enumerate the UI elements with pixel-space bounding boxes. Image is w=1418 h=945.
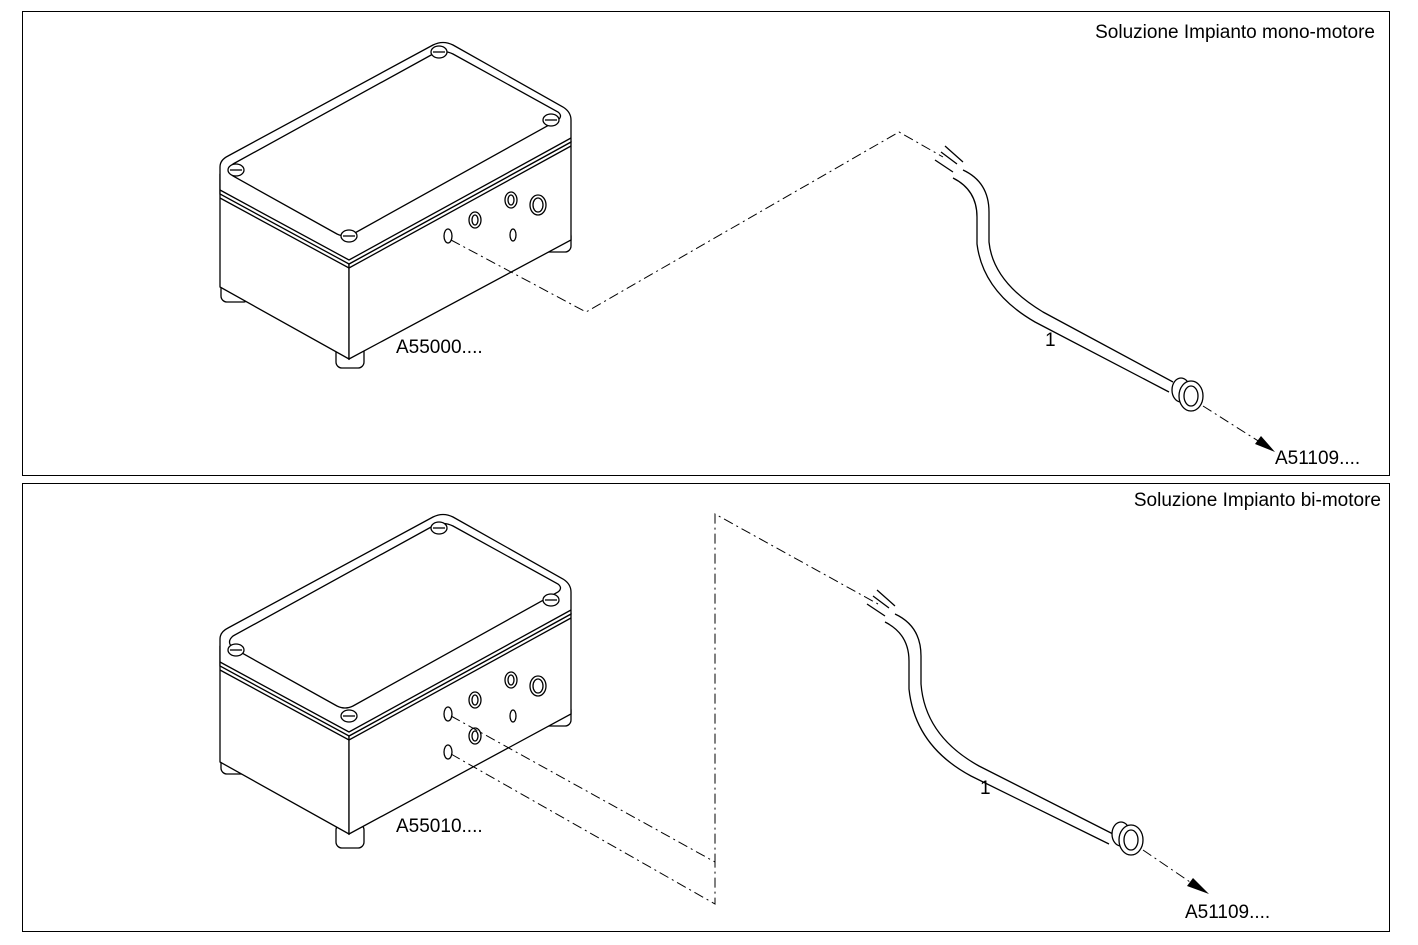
panel-mono-motore: Soluzione Impianto mono-motore A55000...… bbox=[22, 11, 1390, 476]
connector-code-label: A51109.... bbox=[1185, 902, 1271, 923]
connection-line-2 bbox=[450, 753, 716, 905]
cable-item-number: 1 bbox=[980, 778, 991, 799]
box-code-label: A55010.... bbox=[396, 816, 483, 837]
arrowhead bbox=[1187, 878, 1209, 894]
box-code-label: A55000.... bbox=[396, 337, 483, 358]
cable bbox=[866, 589, 1144, 856]
panel-title: Soluzione Impianto mono-motore bbox=[1095, 22, 1375, 43]
connector-leader bbox=[1202, 405, 1264, 445]
junction-box bbox=[219, 513, 572, 849]
connector-code-label: A51109.... bbox=[1275, 448, 1361, 469]
junction-box bbox=[219, 41, 572, 369]
cable bbox=[934, 145, 1204, 412]
diagram-mono-motore bbox=[219, 41, 1275, 452]
arrowhead bbox=[1255, 436, 1275, 452]
connector-leader bbox=[1142, 849, 1194, 885]
diagram-bi-motore bbox=[219, 513, 1209, 905]
connection-line-1 bbox=[450, 513, 879, 863]
panel-title: Soluzione Impianto bi-motore bbox=[1133, 490, 1381, 511]
panel-bi-motore: Soluzione Impianto bi-motore A55010.... … bbox=[22, 483, 1390, 932]
cable-item-number: 1 bbox=[1045, 330, 1056, 351]
